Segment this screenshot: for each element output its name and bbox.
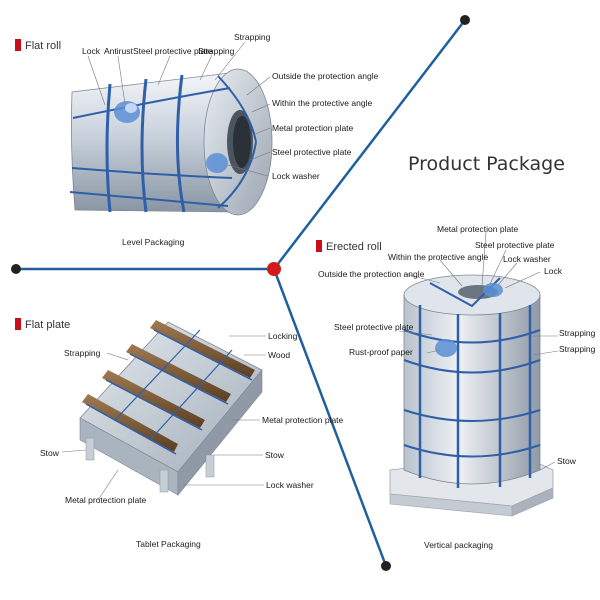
- flat-plate-label-metal-plate-bottom: Metal protection plate: [65, 495, 147, 505]
- flat-plate-heading: Flat plate: [25, 319, 70, 331]
- erected-roll-label-steel-protective-plate-top: Steel protective plate: [475, 240, 555, 250]
- flat-roll-label-strapping-top: Strapping: [198, 46, 235, 56]
- lock-washer-patch: [206, 153, 228, 173]
- flat-roll-label-steel-protective-plate-right: Steel protective plate: [272, 147, 352, 157]
- rust-proof-patch: [435, 339, 457, 357]
- flat-plate-section: Flat plate: [15, 318, 344, 549]
- flat-plate-label-lock-washer: Lock washer: [266, 480, 314, 490]
- stow-foot-left: [85, 437, 95, 461]
- flat-plate-label-locking: Locking: [268, 331, 298, 341]
- node-top: [460, 15, 470, 25]
- divider-lines: [11, 15, 470, 571]
- top-lock-patch: [483, 283, 503, 297]
- flat-roll-label-antirust: Antirust: [104, 46, 133, 56]
- divider-down: [272, 268, 388, 567]
- erected-roll-label-metal-plate: Metal protection plate: [437, 224, 519, 234]
- stow-foot-right: [205, 454, 215, 478]
- flat-roll-marker: [15, 39, 21, 51]
- flat-roll-label-outside-angle: Outside the protection angle: [272, 71, 379, 81]
- erected-roll-leaders: [398, 231, 559, 471]
- node-left: [11, 264, 21, 274]
- flat-roll-label-steel-protective-plate-top: Steel protective plate: [133, 46, 213, 56]
- erected-roll-caption: Vertical packaging: [424, 540, 493, 550]
- flat-roll-leaders: [87, 41, 271, 177]
- erected-roll-label-rust-proof-paper: Rust-proof paper: [349, 347, 413, 357]
- erected-roll-label-strapping-2: Strapping: [559, 344, 596, 354]
- flat-plate-label-wood: Wood: [268, 350, 290, 360]
- erected-roll-label-lock-washer: Lock washer: [503, 254, 551, 264]
- erected-roll-label-within-angle: Within the protective angle: [388, 252, 488, 262]
- flat-plate-label-stow-right: Stow: [265, 450, 285, 460]
- flat-plate-label-strapping: Strapping: [64, 348, 101, 358]
- flat-plate-caption: Tablet Packaging: [136, 539, 201, 549]
- erected-roll-coil-illustration: [389, 274, 554, 517]
- erected-roll-label-strapping-1: Strapping: [559, 328, 596, 338]
- flat-roll-heading: Flat roll: [25, 40, 61, 52]
- flat-plate-stack-illustration: [79, 320, 263, 496]
- node-bottom: [381, 561, 391, 571]
- flat-plate-marker: [15, 318, 21, 330]
- divider-up: [273, 19, 466, 270]
- erected-roll-label-lock: Lock: [544, 266, 563, 276]
- flat-roll-section: Flat roll: [15, 32, 379, 247]
- erected-roll-heading: Erected roll: [326, 241, 382, 253]
- flat-roll-label-lock-washer: Lock washer: [272, 171, 320, 181]
- flat-plate-label-metal-plate-right: Metal protection plate: [262, 415, 344, 425]
- flat-roll-coil-illustration: [69, 68, 273, 216]
- flat-plate-label-stow-left: Stow: [40, 448, 60, 458]
- erected-roll-label-outside-angle: Outside the protection angle: [318, 269, 425, 279]
- flat-roll-label-metal-plate: Metal protection plate: [272, 123, 354, 133]
- flat-plate-leaders: [61, 335, 266, 501]
- erected-roll-marker: [316, 240, 322, 252]
- erected-roll-label-steel-protective-plate-left: Steel protective plate: [334, 322, 414, 332]
- main-title: Product Package: [408, 153, 565, 175]
- flat-roll-label-lock: Lock: [82, 46, 101, 56]
- erected-roll-section: Erected roll: [316, 224, 596, 550]
- erected-roll-label-stow: Stow: [557, 456, 577, 466]
- hub-node: [267, 262, 281, 276]
- flat-roll-label-within-angle: Within the protective angle: [272, 98, 372, 108]
- flat-roll-label-strapping-right: Strapping: [234, 32, 271, 42]
- flat-roll-caption: Level Packaging: [122, 237, 185, 247]
